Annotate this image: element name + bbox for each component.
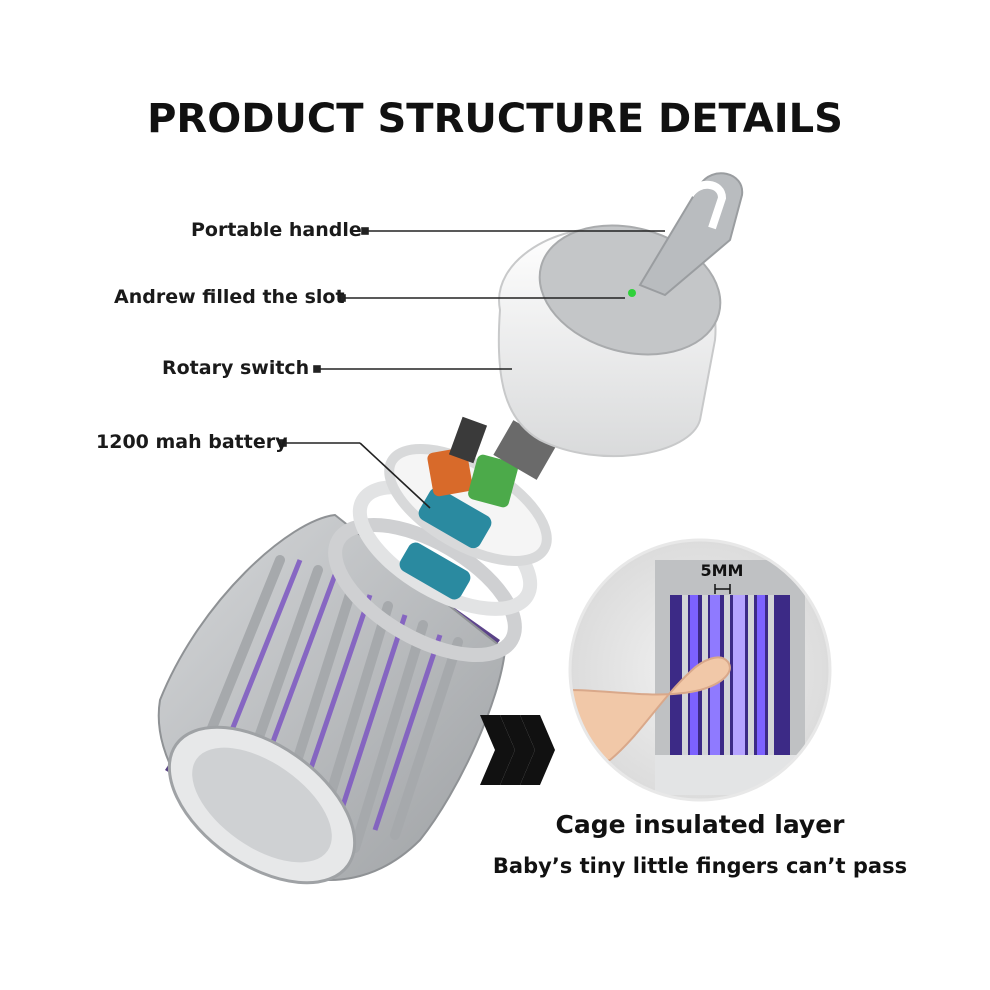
finger-safety-inset: 5MM (568, 538, 832, 802)
page-title: PRODUCT STRUCTURE DETAILS (147, 96, 843, 142)
finger-illustration (570, 656, 731, 772)
portable-handle (638, 172, 744, 297)
callout-rotary-switch: Rotary switch (162, 357, 310, 379)
gap-size-label: 5MM (701, 561, 744, 580)
caption-cage-insulated-layer: Cage insulated layer (555, 810, 845, 839)
bulb-cage-body (157, 513, 507, 885)
leader-lines (279, 227, 665, 509)
callout-charging-slot: Andrew filled the slot (114, 286, 345, 308)
battery-module (399, 416, 557, 600)
callout-battery: 1200 mah battery (96, 431, 288, 453)
callout-portable-handle: Portable handle (191, 219, 362, 241)
forward-arrows-icon (480, 715, 555, 785)
caption-finger-safety: Baby’s tiny little fingers can’t pass (492, 854, 908, 878)
indicator-light-icon (628, 289, 636, 297)
